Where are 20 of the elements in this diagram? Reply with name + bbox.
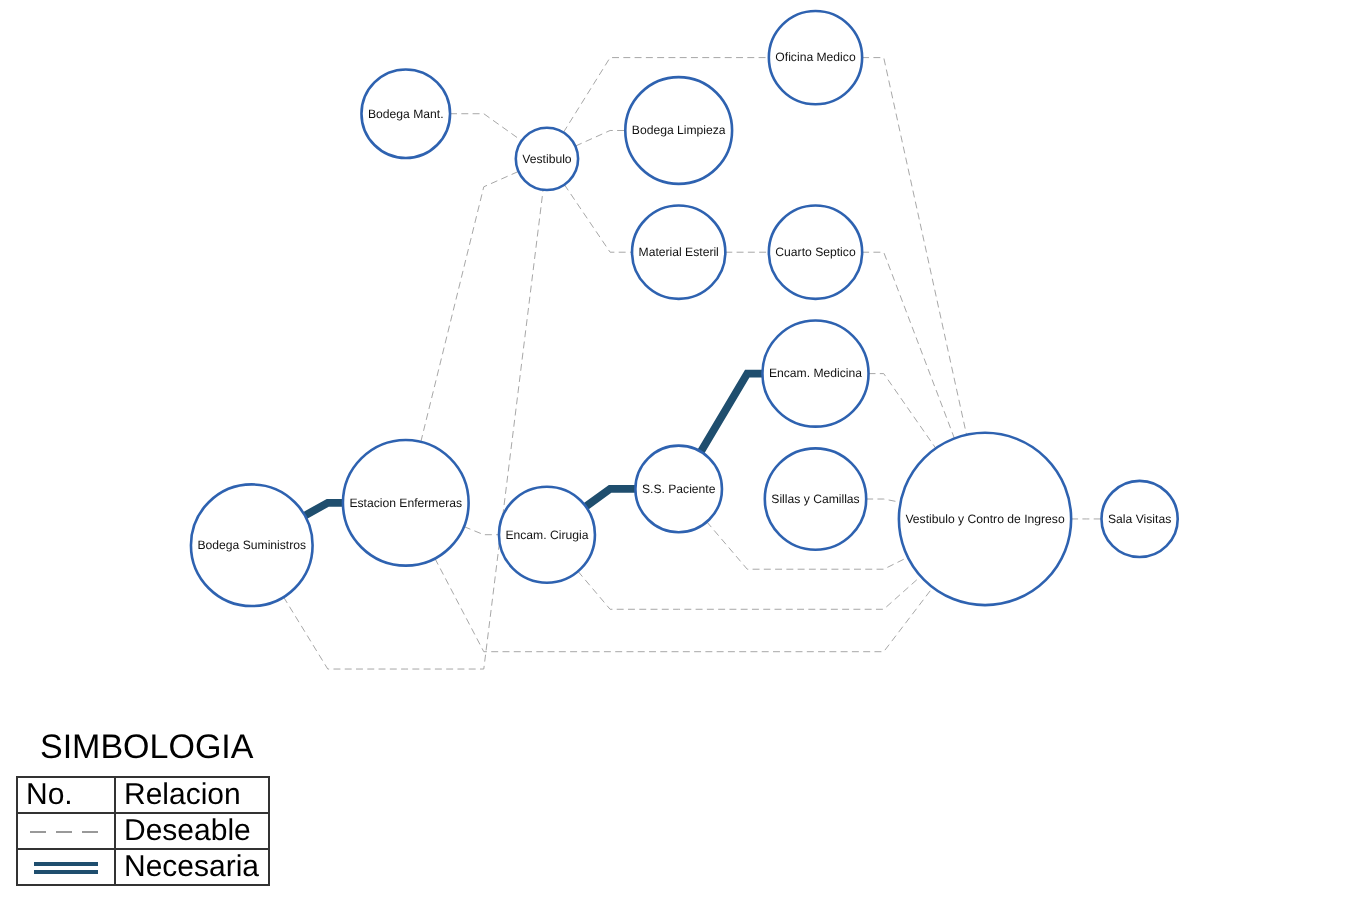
connector	[1070, 518, 1102, 520]
connector	[420, 171, 519, 443]
connector	[463, 526, 500, 536]
legend-label: Deseable	[115, 813, 269, 849]
connector	[583, 485, 636, 510]
connector	[302, 498, 343, 519]
connector	[706, 521, 908, 570]
connector	[562, 57, 769, 133]
connector	[577, 570, 921, 610]
connector	[861, 251, 955, 439]
connector	[865, 498, 901, 503]
legend-title: SIMBOLOGIA	[40, 728, 254, 768]
connector	[867, 373, 936, 449]
connector	[434, 558, 933, 653]
header-cell: No.	[17, 777, 115, 813]
connector	[697, 369, 763, 454]
header-cell: Relacion	[115, 777, 269, 813]
legend-label: Necesaria	[115, 849, 269, 885]
connector	[724, 251, 769, 253]
connector	[449, 113, 522, 142]
